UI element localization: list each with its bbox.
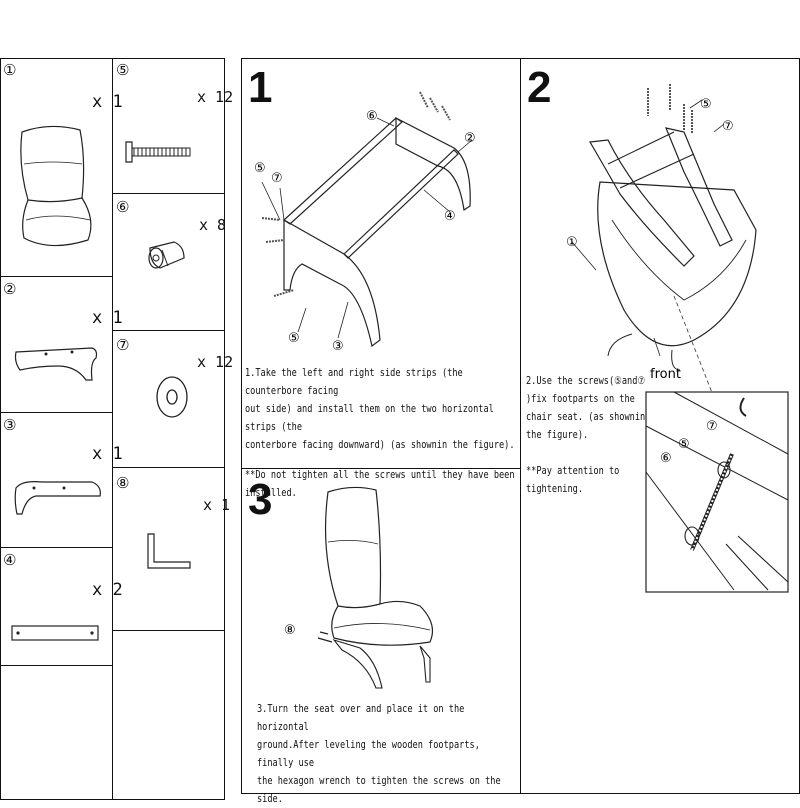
instruction-line: out side) and install them on the two ho… (245, 403, 494, 433)
part-quantity: x 12 (197, 353, 234, 371)
step-2-text: 2.Use the screws(⑤and⑦ )fix footparts on… (526, 372, 649, 498)
barrel-nut-illustration (148, 241, 185, 269)
callout-7: ⑦ (722, 119, 734, 134)
part-quantity: x 1 (92, 308, 123, 328)
callout-4: ④ (444, 209, 456, 224)
instruction-line: 1.Take the left and right side strips (t… (245, 367, 463, 397)
parts-column-right (112, 58, 225, 800)
detail-callout-7: ⑦ (706, 419, 718, 434)
callout-5b: ⑤ (288, 331, 300, 346)
left-side-strip-illustration (14, 481, 101, 515)
divider (112, 630, 225, 631)
instruction-note: **Do not tighten all the screws until th… (245, 469, 515, 499)
part-quantity: x 2 (92, 580, 123, 600)
callout-7: ⑦ (271, 171, 283, 186)
part-number: ① (3, 61, 17, 79)
instruction-line: the figure). (526, 429, 589, 441)
part-number: ③ (3, 416, 17, 434)
callout-8: ⑧ (284, 623, 296, 638)
instruction-line: ground.After leveling the wooden footpar… (257, 739, 480, 769)
callout-2: ② (464, 131, 476, 146)
part-quantity: x 8 (199, 216, 227, 234)
part-quantity: x 12 (197, 88, 234, 106)
step-1-frame-illustration: ⑤ ⑦ ⑥ ② ④ ③ ⑤ (254, 91, 476, 354)
horizontal-strip-illustration (11, 625, 99, 641)
callout-3: ③ (332, 339, 344, 354)
part-quantity: x 1 (92, 444, 123, 464)
step-number: 1 (248, 63, 273, 112)
step-2-seat-illustration: ① ⑤ ⑦ front ⑥ ⑤ ⑦ (566, 84, 789, 593)
instruction-note: tightening. (526, 483, 584, 495)
divider (0, 276, 113, 277)
instruction-line: conterbore facing downward) (as shownin … (245, 439, 515, 451)
part-number: ⑦ (116, 336, 130, 354)
instruction-line: )fix footparts on the (526, 393, 635, 405)
part-quantity: x 1 (203, 496, 231, 514)
step-number: 3 (248, 475, 273, 524)
step-3-panel (241, 468, 521, 794)
divider (112, 330, 225, 331)
callout-5: ⑤ (700, 97, 712, 112)
instruction-line: chair seat. (as shownin (526, 411, 646, 423)
hex-wrench-illustration (147, 533, 191, 569)
chair-seat-illustration (20, 125, 92, 247)
detail-callout-6: ⑥ (660, 451, 672, 466)
part-number: ⑤ (116, 61, 130, 79)
detail-callout-5: ⑤ (678, 437, 690, 452)
part-number: ④ (3, 551, 17, 569)
callout-1: ① (566, 235, 578, 250)
washer-illustration (156, 376, 188, 418)
divider (0, 665, 113, 666)
divider (0, 412, 113, 413)
instruction-line: the hexagon wrench to tighten the screws… (257, 775, 501, 805)
divider (112, 193, 225, 194)
instruction-note: **Pay attention to (526, 465, 620, 477)
right-side-strip-illustration (14, 347, 98, 381)
divider (112, 467, 225, 468)
step-3-text: 3.Turn the seat over and place it on the… (257, 700, 519, 808)
divider (0, 547, 113, 548)
front-label: front (650, 367, 681, 382)
part-quantity: x 1 (92, 92, 123, 112)
step-1-text: 1.Take the left and right side strips (t… (245, 364, 520, 502)
callout-6: ⑥ (366, 109, 378, 124)
part-number: ② (3, 280, 17, 298)
part-number: ⑧ (116, 474, 130, 492)
callout-5: ⑤ (254, 161, 266, 176)
step-number: 2 (527, 63, 552, 112)
step-3-chair-illustration: ⑧ (284, 486, 433, 689)
screw-illustration (125, 141, 191, 163)
part-number: ⑥ (116, 198, 130, 216)
instruction-line: 3.Turn the seat over and place it on the… (257, 703, 465, 733)
instruction-line: 2.Use the screws(⑤and⑦ (526, 375, 646, 387)
